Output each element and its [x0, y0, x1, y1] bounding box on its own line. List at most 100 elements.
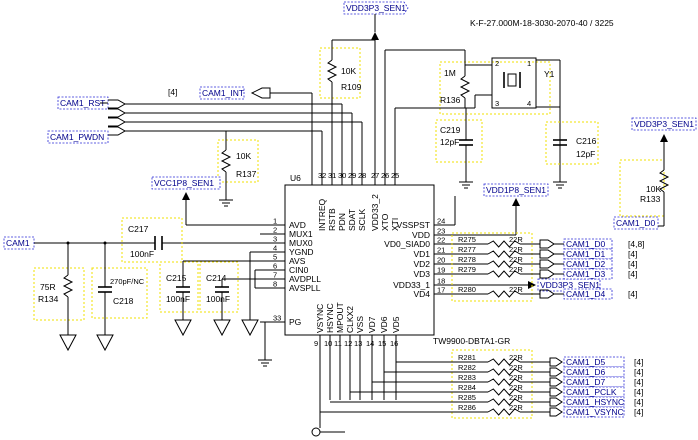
bank-res-value: 22R [509, 373, 523, 382]
chip-ref: U6 [290, 173, 301, 183]
bank-net-label: CAM1_D4 [566, 289, 605, 299]
control-bus: [4] [125, 87, 363, 185]
bank-res-value: 22R [509, 403, 523, 412]
bottom-wires [311, 345, 345, 437]
c219-value: 12pF [440, 137, 459, 147]
net-label-cam-pwdn: CAM1_PWDN [50, 132, 104, 142]
bank-page-ref: [4,8] [628, 239, 645, 249]
analog-ground [241, 251, 285, 367]
pin-num-right: 19 [437, 266, 445, 275]
cam-pwdn-net: CAM1_PWDN [47, 130, 109, 144]
net-label-cam-d0-right: CAM1_D0 [616, 218, 655, 228]
pin-name-right: VD1 [413, 249, 430, 259]
bank-res-ref: R284 [458, 383, 476, 392]
vdd1p8-net: VDD1P8_SEN1 [434, 183, 549, 236]
bank-res-ref: R280 [458, 285, 476, 294]
ctrl-page-ref: [4] [168, 87, 177, 97]
bank-net-label: CAM1_D3 [566, 269, 605, 279]
pin-name-left: AVDPLL [289, 274, 321, 284]
pin-name-bottom: VD5 [391, 316, 401, 333]
bank-net-label: CAM1_D6 [566, 367, 605, 377]
bank-res-ref: R278 [458, 255, 476, 264]
pin-num-bottom: 12 [344, 339, 352, 348]
y1-pin-2: 2 [495, 59, 499, 68]
pin-num-right: 18 [437, 277, 445, 286]
r134-value: 75R [40, 282, 56, 292]
bank-res-ref: R285 [458, 393, 476, 402]
analog-input: CAM1 C217 100nF [3, 217, 285, 263]
pin-name-bottom: CLKX2 [345, 306, 355, 333]
cam-rst-net: CAM1_RST [57, 96, 127, 136]
pin-name-bottom: VD7 [367, 316, 377, 333]
net-label-vdd3p3-right: VDD3P3_SEN1 [634, 119, 694, 129]
pin-num-left: 4 [273, 244, 277, 253]
pin-num-left: 33 [273, 314, 281, 323]
pin-num-left: 8 [273, 280, 277, 289]
bank-page-ref: [4] [634, 397, 643, 407]
bank-res-value: 22R [509, 265, 523, 274]
c218-value: 270pF/NC [110, 277, 145, 286]
pin-name-left: YGND [289, 247, 314, 257]
top-power-net: VDD3P3_SEN1 [332, 1, 409, 185]
r133-ref: R133 [640, 194, 661, 204]
bank-page-ref: [4] [628, 289, 637, 299]
r133-value: 10K [646, 184, 661, 194]
bank-page-ref: [4] [634, 367, 643, 377]
chip-bottom-pins: VSYNC9HSYNC10MPOUT11CLKX212VSS13VD714VD6… [314, 302, 401, 400]
bank-net-label: CAM1_HSYNC [566, 397, 624, 407]
net-label-cam-int: CAM1_INT [202, 88, 244, 98]
c217-ref: C217 [128, 224, 149, 234]
pin-name-top: XTO [380, 213, 390, 231]
pin-name-right: VDD [412, 230, 430, 240]
bank-page-ref: [4] [628, 269, 637, 279]
crystal-ref: Y1 [544, 69, 555, 79]
bank-res-ref: R286 [458, 403, 476, 412]
pin-num-bottom: 13 [354, 339, 362, 348]
c216-ref: C216 [576, 136, 597, 146]
chip-part: TW9900-DBTA1-GR [433, 336, 510, 346]
bank-net-label: CAM1_D2 [566, 259, 605, 269]
pin-name-right: VD2 [413, 259, 430, 269]
bank-net-label: CAM1_PCLK [566, 387, 617, 397]
y1-pin-1: 1 [527, 59, 531, 68]
bank-res-ref: R281 [458, 353, 476, 362]
crystal-part: K-F-27.000M-18-3030-2070-40 / 3225 [470, 18, 614, 28]
bank-res-ref: R275 [458, 235, 476, 244]
net-label-cam-rst: CAM1_RST [60, 98, 105, 108]
cam-int-net: CAM1_INT [199, 86, 271, 100]
pin-name-bottom: VSS [355, 316, 365, 333]
bank-page-ref: [4] [634, 407, 643, 417]
pin-num-right: 17 [437, 286, 445, 295]
pin-name-top: XTI [390, 218, 400, 231]
pin-num-right: 21 [437, 246, 445, 255]
bank-page-ref: [4] [634, 357, 643, 367]
c215-value: 100nF [166, 294, 190, 304]
pin-name-top: RSTB [327, 208, 337, 231]
pin-name-right: VDD33_1 [393, 280, 430, 290]
pin-num-right: 22 [437, 236, 445, 245]
r136-value: 1M [444, 68, 456, 78]
r134-ref: R134 [38, 294, 59, 304]
bank-res-value: 22R [509, 255, 523, 264]
cap-c219: C219 12pF [435, 108, 483, 189]
pin-num-bottom: 11 [334, 339, 342, 348]
c217-value: 100nF [130, 249, 154, 259]
bank-res-value: 22R [509, 285, 523, 294]
r137-value: 10K [236, 151, 251, 161]
pin-num-left: 3 [273, 235, 277, 244]
pin-name-bottom: VSYNC [315, 304, 325, 333]
pin-num-bottom: 15 [378, 339, 386, 348]
pin-num-left: 7 [273, 271, 277, 280]
resistor-r109: 10K R109 [319, 40, 362, 185]
pin-num-bottom: 16 [390, 339, 398, 348]
chip-left-pins: AVD1MUX12MUX03YGND4AVS5CIN06AVDPLL7AVSPL… [260, 217, 321, 327]
pin-num-right: 23 [437, 227, 445, 236]
net-label-vdd1p8: VDD1P8_SEN1 [486, 185, 546, 195]
cap-c216: C216 12pF [545, 121, 599, 189]
bank-page-ref: [4] [634, 377, 643, 387]
pin-num-left: 1 [273, 217, 277, 226]
